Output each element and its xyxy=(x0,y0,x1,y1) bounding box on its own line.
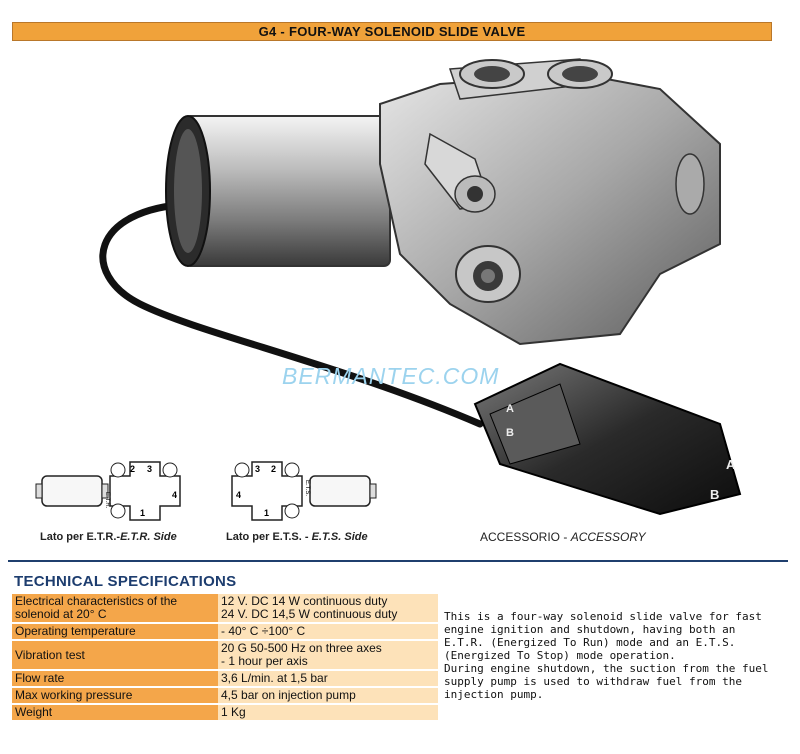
spec-key: Vibration test xyxy=(12,641,218,669)
spec-key: Operating temperature xyxy=(12,624,218,639)
spec-key: Flow rate xyxy=(12,671,218,686)
spec-key: Electrical characteristics of the soleno… xyxy=(12,594,218,622)
cable xyxy=(99,200,484,428)
connector-label-a: A xyxy=(506,403,514,415)
spec-value: 4,5 bar on injection pump xyxy=(218,688,438,703)
etr-port-1: 1 xyxy=(140,508,145,518)
spec-value: 12 V. DC 14 W continuous duty 24 V. DC 1… xyxy=(218,594,438,622)
valve-body xyxy=(379,58,721,346)
description: This is a four-way solenoid slide valve … xyxy=(444,610,774,701)
ets-port-1: 1 xyxy=(264,508,269,518)
specs-table: Electrical characteristics of the soleno… xyxy=(12,592,438,722)
caption-accessory: ACCESSORIO - ACCESSORY xyxy=(480,530,646,544)
watermark: BERMANTEC.COM xyxy=(282,363,500,389)
ets-port-3: 3 xyxy=(255,464,260,474)
page-title: G4 - FOUR-WAY SOLENOID SLIDE VALVE xyxy=(12,22,772,41)
section-divider xyxy=(8,560,788,562)
valve-illustration: A B A B 2 3 1 4 E.T.R. 3 2 4 1 E.T.S. xyxy=(35,58,742,521)
connector-label-b: B xyxy=(506,427,514,439)
connector-label-a-2: A xyxy=(726,457,736,472)
specs-heading: TECHNICAL SPECIFICATIONS xyxy=(14,573,237,590)
spec-value: 3,6 L/min. at 1,5 bar xyxy=(218,671,438,686)
etr-port-3: 3 xyxy=(147,464,152,474)
ets-port-2: 2 xyxy=(271,464,276,474)
spec-value: - 40° C ÷100° C xyxy=(218,624,438,639)
spec-key: Weight xyxy=(12,705,218,720)
etr-schematic: 2 3 1 4 E.T.R. xyxy=(35,461,181,521)
description-p1: This is a four-way solenoid slide valve … xyxy=(444,610,762,662)
etr-tag: E.T.R. xyxy=(104,492,110,509)
caption-ets: Lato per E.T.S. - E.T.S. Side xyxy=(226,531,368,543)
etr-port-2: 2 xyxy=(130,464,135,474)
spec-row: Operating temperature- 40° C ÷100° C xyxy=(12,624,438,639)
description-p2: During engine shutdown, the suction from… xyxy=(444,662,769,701)
connector-label-b-2: B xyxy=(710,487,719,502)
spec-key: Max working pressure xyxy=(12,688,218,703)
spec-row: Electrical characteristics of the soleno… xyxy=(12,594,438,622)
connector: A B A B xyxy=(473,362,742,516)
spec-value: 20 G 50-500 Hz on three axes - 1 hour pe… xyxy=(218,641,438,669)
ets-tag: E.T.S. xyxy=(304,480,310,496)
solenoid-coil xyxy=(165,115,391,267)
ets-schematic: 3 2 4 1 E.T.S. xyxy=(231,461,377,521)
caption-etr: Lato per E.T.R.-E.T.R. Side xyxy=(40,531,177,543)
spec-value: 1 Kg xyxy=(218,705,438,720)
ets-port-4: 4 xyxy=(236,490,241,500)
etr-port-4: 4 xyxy=(172,490,177,500)
